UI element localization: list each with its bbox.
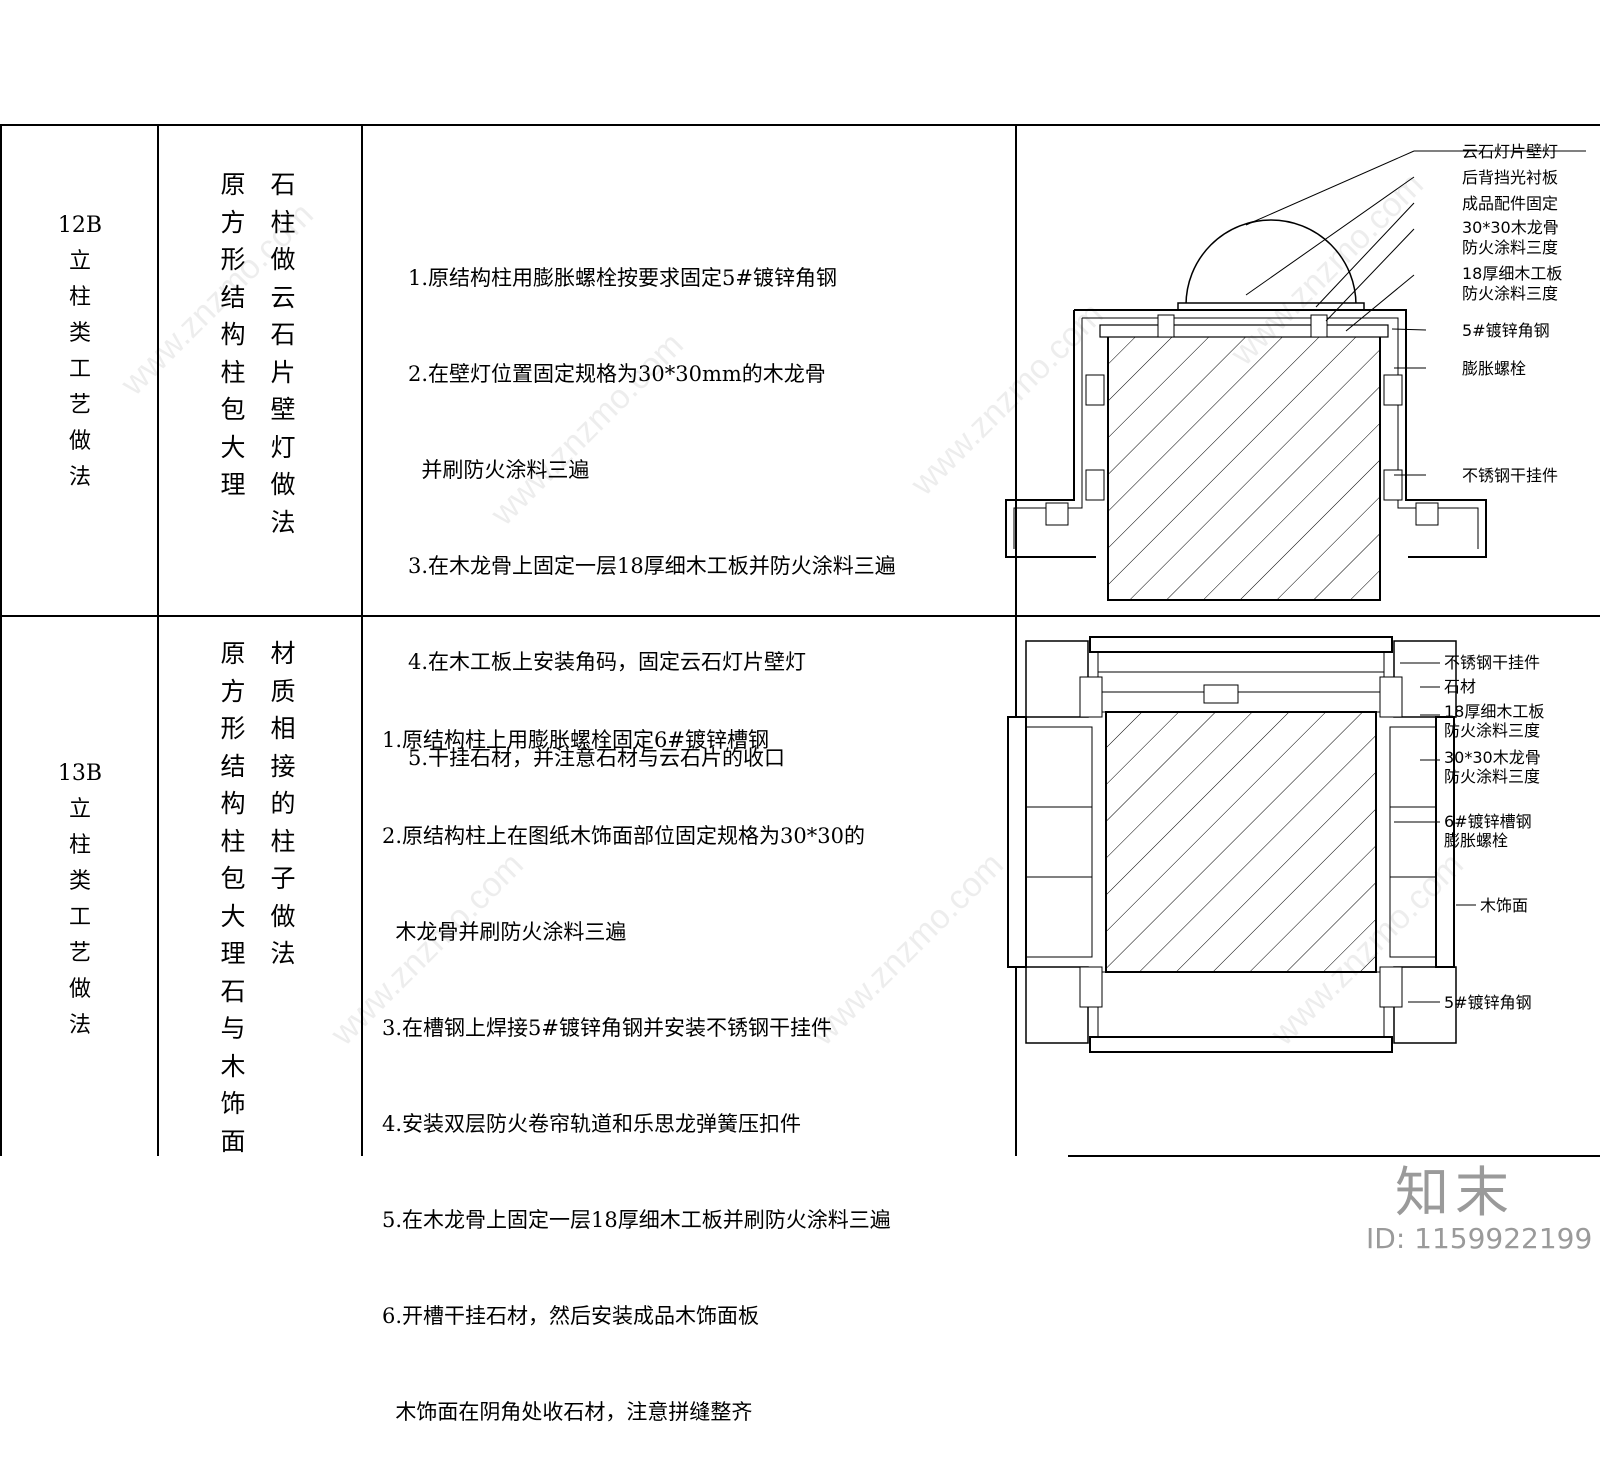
top-frame	[1097, 651, 1385, 713]
label: 30*30木龙骨	[1444, 748, 1541, 767]
channel-steel	[1379, 966, 1403, 1008]
wood-keel	[1157, 314, 1175, 338]
stone-top	[1089, 636, 1393, 653]
label: 5#镀锌角钢	[1462, 321, 1550, 340]
step-text: 木龙骨并刷防火涂料三遍	[382, 920, 627, 944]
wood-board-top	[1099, 324, 1389, 338]
leader-line	[1245, 176, 1415, 296]
angle-steel	[1085, 374, 1105, 406]
step-text: 2.在壁灯位置固定规格为30*30mm的木龙骨	[408, 362, 826, 386]
label: 不锈钢干挂件	[1444, 653, 1540, 672]
row-13b-code: 13B 立 柱 类 工 艺 做 法	[57, 761, 103, 1038]
label: 18厚细木工板	[1462, 264, 1562, 283]
label: 木饰面	[1480, 896, 1528, 915]
label: 后背挡光衬板	[1462, 168, 1558, 187]
row-13b-section-drawing: 不锈钢干挂件 石材 18厚细木工板 防火涂料三度 30*30木龙骨 防火涂料三度…	[1007, 636, 1544, 1053]
channel-steel	[1379, 676, 1403, 718]
step-text: 1.原结构柱上用膨胀螺栓固定6#镀锌槽钢	[382, 728, 769, 752]
lamp-base	[1177, 302, 1365, 311]
leader-line	[1345, 274, 1415, 332]
structural-column	[1107, 334, 1381, 601]
step-text: 4.在木工板上安装角码，固定云石灯片壁灯	[408, 650, 807, 674]
step-text: 1.原结构柱用膨胀螺栓按要求固定5#镀锌角钢	[408, 266, 837, 290]
step-text: 6.开槽干挂石材，然后安装成品木饰面板	[382, 1304, 760, 1328]
row-13b-steps: 1.原结构柱上用膨胀螺栓固定6#镀锌槽钢 2.原结构柱上在图纸木饰面部位固定规格…	[382, 660, 891, 1460]
row-12b-steps: 1.原结构柱用膨胀螺栓按要求固定5#镀锌角钢 2.在壁灯位置固定规格为30*30…	[408, 198, 896, 806]
label: 6#镀锌槽钢	[1444, 812, 1532, 831]
step-text: 3.在槽钢上焊接5#镀锌角钢并安装不锈钢干挂件	[382, 1016, 832, 1040]
label: 成品配件固定	[1462, 194, 1558, 213]
leader-line	[1391, 328, 1427, 331]
corner-stone	[1025, 640, 1089, 718]
step-text: 5.在木龙骨上固定一层18厚细木工板并刷防火涂料三遍	[382, 1208, 891, 1232]
angle-steel	[1085, 469, 1105, 501]
table-border-top	[0, 124, 1600, 126]
label: 不锈钢干挂件	[1462, 466, 1558, 485]
hanger	[1415, 502, 1439, 526]
leader-line	[1325, 228, 1415, 322]
label: 防火涂料三度	[1462, 238, 1558, 257]
step-text: 木饰面在阴角处收石材，注意拼缝整齐	[382, 1400, 753, 1424]
row-13b-title-clip: 原方形结构柱包大理石与木饰面 材质相接的柱子做法	[210, 635, 310, 1155]
row-12b-title-right: 石柱做云石片壁灯做法	[270, 170, 296, 537]
column-divider-2	[361, 124, 363, 1156]
label: 膨胀螺栓	[1444, 831, 1508, 850]
label: 防火涂料三度	[1462, 284, 1558, 303]
row-13b-title-right: 材质相接的柱子做法	[270, 639, 296, 968]
label: 防火涂料三度	[1444, 767, 1540, 786]
label: 云石灯片壁灯	[1462, 142, 1558, 161]
stone-cladding-outline	[1005, 309, 1487, 558]
row-12b-title-left: 原方形结构柱包大理	[220, 170, 246, 499]
channel-steel	[1079, 966, 1103, 1008]
leader-line	[1245, 150, 1415, 226]
stone-bottom	[1089, 1036, 1393, 1053]
center-bracket	[1203, 684, 1239, 704]
wood-veneer-left	[1007, 716, 1027, 968]
label: 石材	[1444, 677, 1476, 696]
bottom-frame	[1097, 971, 1385, 1038]
side-frame-right	[1389, 726, 1437, 958]
step-text: 5.干挂石材，并注意石材与云石片的收口	[408, 746, 786, 770]
structural-column	[1105, 711, 1377, 973]
leader-line	[1315, 202, 1415, 308]
drawing-bottom-line	[1068, 1155, 1600, 1157]
brand-logo-text: 知末	[1395, 1161, 1515, 1224]
label: 5#镀锌角钢	[1444, 993, 1532, 1012]
row-12b-code: 12B 立 柱 类 工 艺 做 法	[57, 213, 103, 490]
row-12b-section-drawing: 云石灯片壁灯 后背挡光衬板 成品配件固定 30*30木龙骨 防火涂料三度 18厚…	[1005, 142, 1586, 601]
column-divider-3	[1015, 124, 1017, 1156]
column-divider-1	[157, 124, 159, 1156]
step-text: 3.在木龙骨上固定一层18厚细木工板并防火涂料三遍	[408, 554, 896, 578]
table-border-left	[0, 124, 2, 1156]
step-text: 2.原结构柱上在图纸木饰面部位固定规格为30*30的	[382, 824, 865, 848]
row-13b-title-left: 原方形结构柱包大理石与木饰面	[220, 639, 246, 1155]
step-text: 并刷防火涂料三遍	[408, 458, 590, 482]
side-frame-left	[1025, 726, 1093, 958]
step-text: 4.安装双层防火卷帘轨道和乐思龙弹簧压扣件	[382, 1112, 802, 1136]
angle-steel	[1383, 374, 1403, 406]
table-grid	[0, 124, 1600, 1156]
angle-steel	[1383, 469, 1403, 501]
corner-stone	[1025, 966, 1089, 1044]
wood-keel	[1310, 314, 1328, 338]
label: 防火涂料三度	[1444, 721, 1540, 740]
image-id: ID: 1159922199	[1366, 1222, 1593, 1255]
row-divider	[0, 615, 1600, 617]
label: 18厚细木工板	[1444, 702, 1544, 721]
hanger	[1045, 502, 1069, 526]
label: 30*30木龙骨	[1462, 218, 1559, 237]
label: 膨胀螺栓	[1462, 359, 1526, 378]
lamp-dome-shape	[1185, 219, 1357, 306]
channel-steel	[1079, 676, 1103, 718]
